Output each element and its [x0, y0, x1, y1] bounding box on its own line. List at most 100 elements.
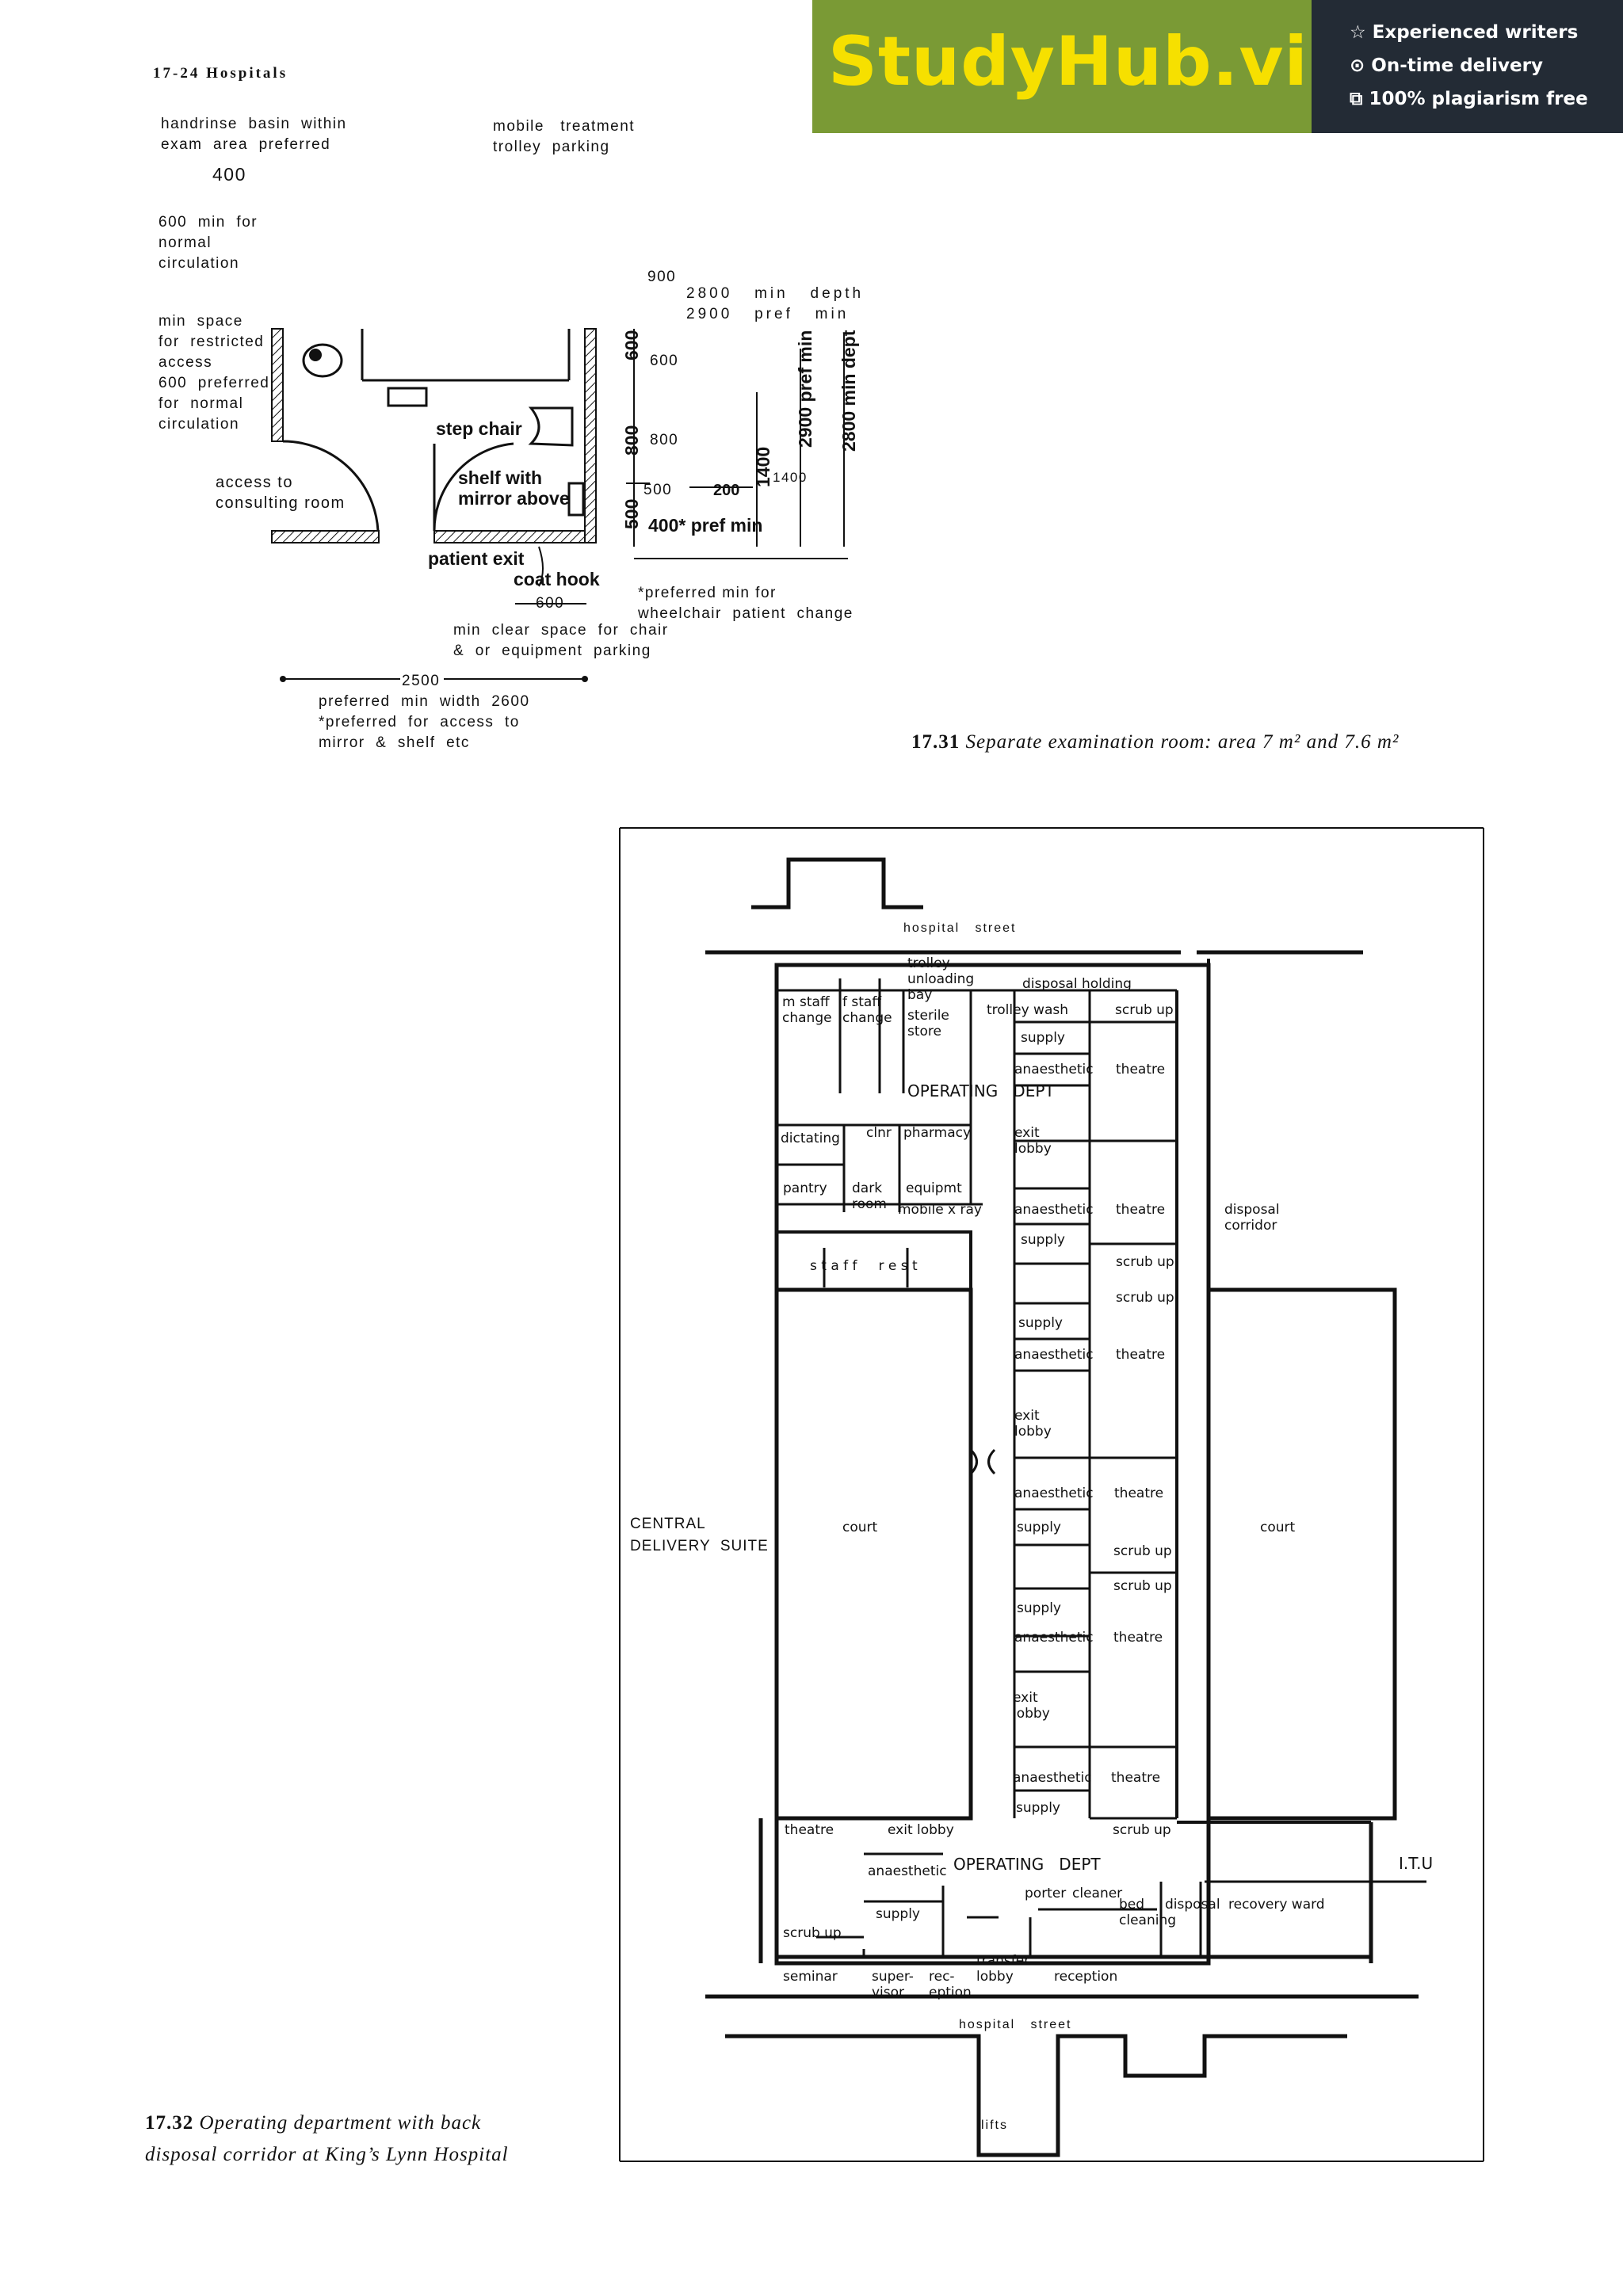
- door-arc-left: [282, 440, 380, 532]
- plan-seminar: seminar: [783, 1969, 838, 1985]
- step-chair: [528, 406, 574, 447]
- plan-dark-room: dark room: [852, 1180, 887, 1212]
- plan-anaesthetic-1: anaesthetic: [1014, 1062, 1094, 1077]
- plan-reception: reception: [1054, 1969, 1118, 1985]
- label-200: 200: [713, 482, 740, 499]
- plan-m-staff: m staff change: [782, 994, 832, 1026]
- caption-text-2: Operating department with back disposal …: [145, 2112, 509, 2165]
- label-min-clear: min clear space for chair & or equipment…: [453, 622, 669, 659]
- label-pref-access: *preferred for access to mirror & shelf …: [319, 714, 520, 751]
- plan-staff-rest: s t a f f r e s t: [810, 1258, 918, 1274]
- ad-banner[interactable]: StudyHub.vip ☆ Experienced writers ⊙ On-…: [812, 0, 1623, 133]
- plan-bed-cleaning: bed cleaning: [1119, 1897, 1177, 1928]
- feature-writers-label: Experienced writers: [1372, 22, 1579, 43]
- basin: [302, 343, 343, 378]
- plan-exit-lobby-4: exit lobby: [888, 1822, 954, 1838]
- dim-2500: 2500: [402, 673, 441, 689]
- plan-anaesthetic-4: anaesthetic: [1014, 1486, 1094, 1501]
- star-icon: ☆: [1350, 22, 1366, 43]
- plan-scrub-7: scrub up: [783, 1925, 842, 1941]
- dim-900: 900: [647, 269, 677, 285]
- plan-anaesthetic-3: anaesthetic: [1014, 1347, 1094, 1363]
- exam-room-drawing: [271, 328, 848, 682]
- plan-anaesthetic-6: anaesthetic: [1013, 1770, 1092, 1786]
- plan-hospital-street-top: hospital street: [903, 921, 1017, 935]
- plan-central-delivery: CENTRAL DELIVERY SUITE: [630, 1516, 769, 1554]
- plan-lifts: lifts: [981, 2119, 1008, 2132]
- plan-theatre-7: theatre: [785, 1822, 834, 1838]
- plan-theatre-2: theatre: [1116, 1202, 1166, 1218]
- label-handrinse: handrinse basin within exam area preferr…: [161, 116, 347, 153]
- plan-supply-4: supply: [1017, 1520, 1061, 1535]
- banner-features-panel: [1312, 0, 1623, 133]
- label-coat-hook: coat hook: [514, 569, 600, 589]
- plan-trolley-bay: trolley unloading bay: [907, 955, 975, 1003]
- running-head: 17-24 Hospitals: [153, 65, 288, 82]
- plan-porter: porter: [1025, 1886, 1067, 1901]
- plan-scrub-1: scrub up: [1115, 1002, 1174, 1018]
- dim-500: 500: [643, 482, 673, 498]
- figure-caption-17-32: 17.32 Operating department with back dis…: [145, 2107, 509, 2171]
- wall-bottom-left: [271, 530, 380, 543]
- copy-icon: ⧉: [1350, 89, 1363, 109]
- label-access-consulting: access to consulting room: [216, 474, 346, 512]
- caption-number: 17.31: [911, 731, 960, 753]
- plan-itu: I.T.U: [1399, 1854, 1434, 1873]
- label-depth: 2800 min depth 2900 pref min: [686, 285, 865, 322]
- dim-400: 400: [212, 164, 246, 185]
- feature-writers: ☆ Experienced writers: [1350, 22, 1578, 43]
- figure-caption-17-31: 17.31 Separate examination room: area 7 …: [911, 727, 1399, 758]
- banner-logo-panel[interactable]: StudyHub.vip: [812, 0, 1357, 133]
- plan-transfer: transfer lobby: [976, 1953, 1030, 1985]
- plan-exit-lobby-1: exit lobby: [1014, 1125, 1052, 1157]
- plan-anaesthetic-5: anaesthetic: [1014, 1630, 1094, 1646]
- plan-pharmacy: pharmacy: [903, 1125, 972, 1141]
- label-patient-exit: patient exit: [428, 548, 525, 569]
- wall-bottom-right: [433, 530, 586, 543]
- plan-dictating: dictating: [781, 1131, 840, 1146]
- caption-text: Separate examination room: area 7 m² and…: [965, 731, 1400, 753]
- plan-theatre-4: theatre: [1114, 1486, 1164, 1501]
- plan-disposal-corridor: disposal corridor: [1224, 1202, 1280, 1234]
- feature-delivery: ⊙ On-time delivery: [1350, 55, 1543, 76]
- label-mobile-trolley: mobile treatment trolley parking: [493, 118, 636, 155]
- plan-supply-3: supply: [1018, 1315, 1063, 1331]
- plan-exit-lobby-3: exit lobby: [1013, 1690, 1050, 1722]
- plan-op-dept-1: OPERATING DEPT: [907, 1081, 1055, 1100]
- plan-cleaner: cleaner: [1072, 1886, 1123, 1901]
- door-arc-right: [433, 442, 514, 532]
- plan-scrub-6: scrub up: [1113, 1822, 1171, 1838]
- shelf: [567, 482, 585, 517]
- label-wheelchair: *preferred min for wheelchair patient ch…: [638, 585, 854, 622]
- label-shelf: shelf with mirror above: [458, 467, 570, 509]
- plan-recovery: recovery ward: [1228, 1897, 1325, 1913]
- plan-exit-lobby-2: exit lobby: [1014, 1408, 1052, 1440]
- plan-mobile-xray: mobile x ray: [898, 1202, 982, 1218]
- plan-equipmt: equipmt: [906, 1180, 962, 1196]
- caption-number-2: 17.32: [145, 2112, 194, 2134]
- plan-supervisor: super- visor: [872, 1969, 914, 2000]
- plan-hospital-street-bottom: hospital street: [959, 2018, 1072, 2031]
- plan-anaesthetic-7: anaesthetic: [868, 1863, 947, 1879]
- plan-theatre-3: theatre: [1116, 1347, 1166, 1363]
- plan-disposal: disposal: [1165, 1897, 1220, 1913]
- banner-logo[interactable]: StudyHub.vip: [828, 22, 1358, 101]
- dim-600b: 600: [650, 353, 679, 369]
- plan-scrub-5: scrub up: [1113, 1578, 1172, 1594]
- plan-supply-7: supply: [876, 1906, 920, 1922]
- plan-theatre-5: theatre: [1113, 1630, 1163, 1646]
- plan-clnr: clnr: [866, 1125, 892, 1141]
- dim-800: 800: [650, 432, 679, 448]
- plan-theatre-6: theatre: [1111, 1770, 1161, 1786]
- plan-supply-5: supply: [1017, 1600, 1061, 1616]
- plan-anaesthetic-2: anaesthetic: [1014, 1202, 1094, 1218]
- plan-trolley-wash: trolley wash: [987, 1002, 1069, 1018]
- label-pref-width: preferred min width 2600: [319, 693, 530, 710]
- plan-supply-1: supply: [1021, 1030, 1065, 1046]
- plan-f-staff: f staff change: [842, 994, 892, 1026]
- label-min-space: min space for restricted access 600 pref…: [158, 313, 270, 433]
- clock-icon: ⊙: [1350, 55, 1365, 76]
- plan-pantry: pantry: [783, 1180, 827, 1196]
- plan-sterile: sterile store: [907, 1008, 949, 1039]
- plan-scrub-3: scrub up: [1116, 1290, 1174, 1306]
